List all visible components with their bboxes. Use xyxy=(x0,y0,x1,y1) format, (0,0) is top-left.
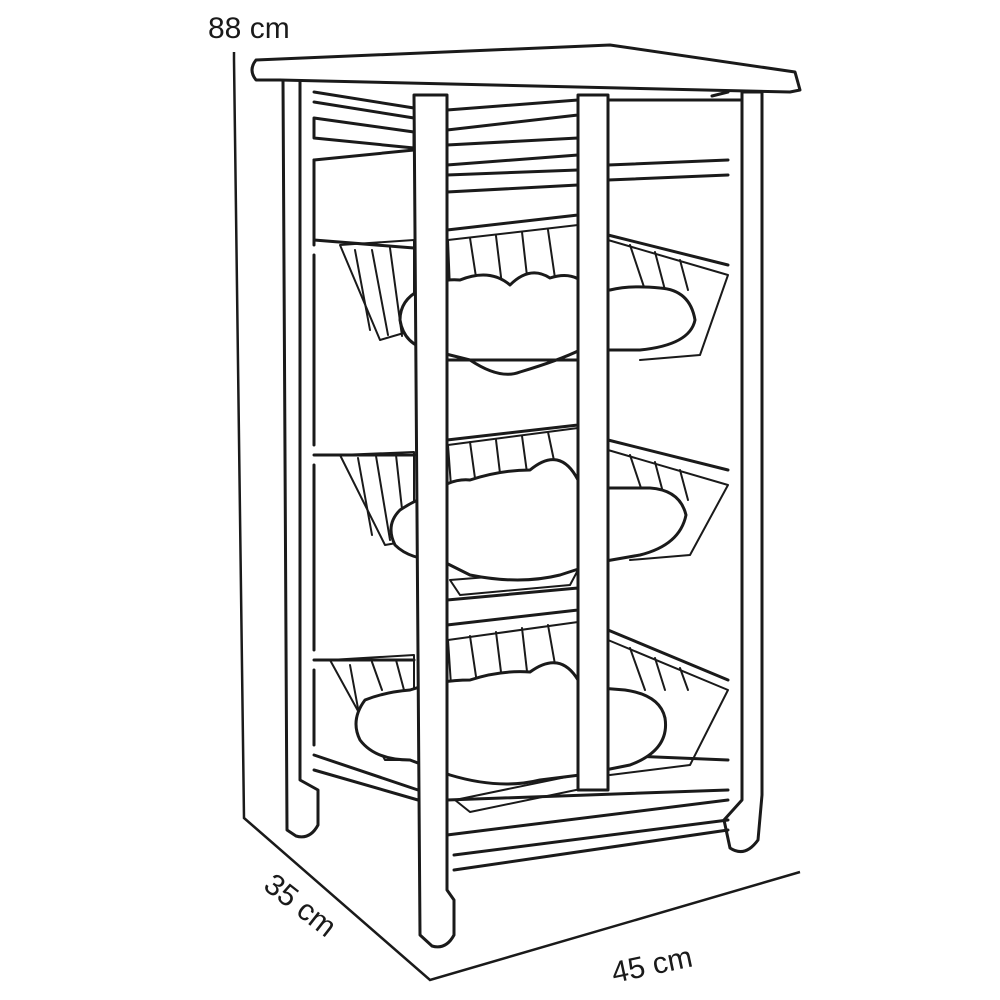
height-label: 88 cm xyxy=(208,12,290,45)
table-top xyxy=(250,43,802,94)
vegetables xyxy=(354,271,697,786)
dimension-lines xyxy=(232,52,801,982)
front-left-leg xyxy=(412,93,456,949)
kitchen-trolley xyxy=(250,43,802,949)
front-frame xyxy=(445,98,730,872)
back-left-leg xyxy=(281,78,320,839)
width-label: 45 cm xyxy=(609,941,696,990)
depth-label: 35 cm xyxy=(258,868,343,944)
outer-dimension-outline xyxy=(232,52,801,982)
front-right-leg xyxy=(576,93,610,792)
back-right-leg xyxy=(722,90,764,854)
